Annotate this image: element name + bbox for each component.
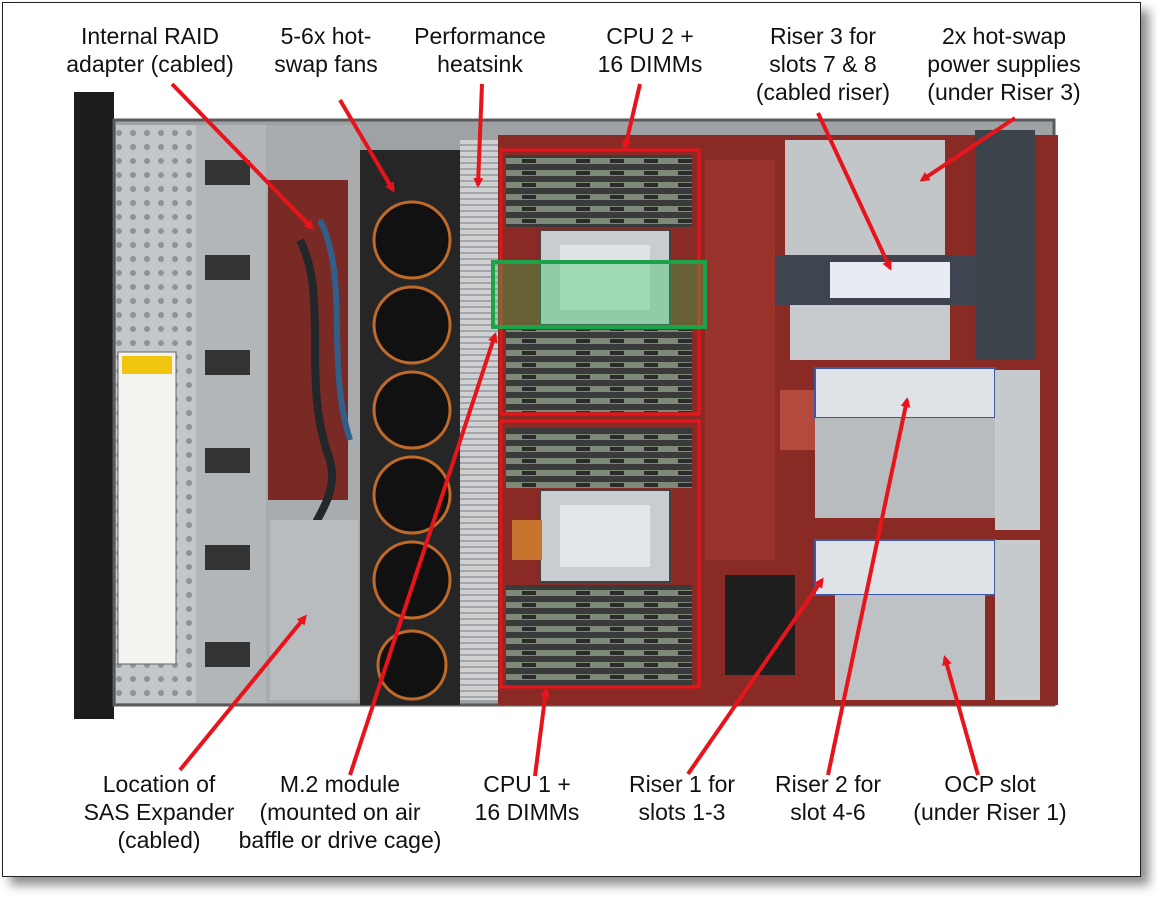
fans-arrow (338, 98, 395, 193)
raid-area (266, 125, 360, 703)
fans-label: 5-6x hot- swap fans (274, 23, 378, 77)
cpu2-dimm-banks (506, 155, 692, 412)
sas-arrow (178, 614, 307, 772)
ocp-arrow (942, 655, 980, 776)
cpu2-label: CPU 2 + 16 DIMMs (597, 23, 703, 77)
riser3-area (775, 130, 1035, 360)
heatsink-label: Performance heatsink (414, 23, 546, 77)
riser2-label: Riser 2 for slot 4-6 (774, 771, 882, 825)
riser3-label: Riser 3 for slots 7 & 8 (cabled riser) (755, 23, 891, 105)
cpu1-dimm-banks (506, 428, 692, 685)
callout-arrows (170, 82, 1017, 777)
riser3-arrow (816, 112, 892, 271)
sas-label: Location of SAS Expander (cabled) (83, 771, 235, 853)
cpu2-highlight-box (499, 148, 701, 416)
riser2-card (814, 367, 1040, 530)
cpu1-highlight-box (499, 419, 701, 689)
fan-bank (360, 150, 460, 705)
cpu1-label: CPU 1 + 16 DIMMs (474, 771, 580, 825)
psu-label: 2x hot-swap power supplies (under Riser … (927, 23, 1081, 105)
heatsink-arrow (473, 83, 484, 188)
drive-cage (116, 125, 266, 703)
riser2-arrow (826, 397, 911, 776)
raid-arrow (170, 82, 315, 231)
psu-arrow (919, 116, 1017, 182)
m2-highlight-box (491, 260, 707, 329)
riser1-arrow (686, 577, 824, 776)
m2-arrow (348, 332, 498, 776)
riser1-label: Riser 1 for slots 1-3 (628, 771, 736, 825)
cpu2-socket (539, 229, 671, 326)
cpu1-socket (512, 489, 671, 583)
m2-label: M.2 module (mounted on air baffle or dri… (238, 771, 442, 853)
cpu2-arrow (621, 83, 642, 151)
ocp-label: OCP slot (under Riser 1) (913, 771, 1067, 825)
cpu1-arrow (533, 687, 551, 777)
raid-label: Internal RAID adapter (cabled) (66, 23, 234, 77)
riser1-card (814, 539, 1040, 700)
